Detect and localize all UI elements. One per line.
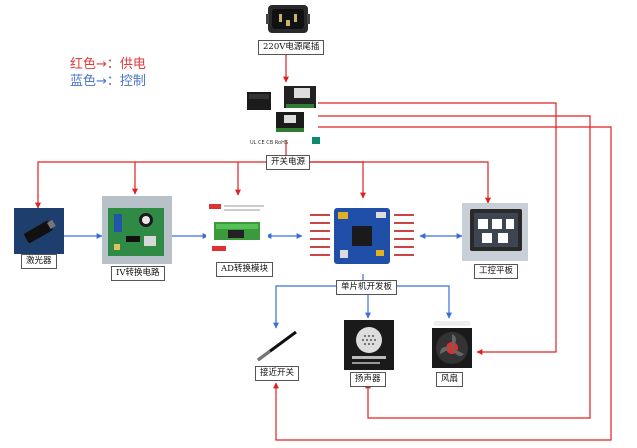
power-line-to-speaker [318, 115, 591, 419]
ad-label: AD转换模块 [216, 262, 273, 277]
mcu-board-image [306, 200, 418, 274]
mcu-label: 单片机开发板 [336, 280, 398, 295]
proximity-switch-image [257, 330, 297, 362]
iv-label: IV转换电路 [111, 266, 165, 281]
power-line-to-fan [318, 102, 557, 355]
switching-psu-image: UL CE CB RoHS [247, 86, 320, 146]
power-line-to-hmi [305, 161, 491, 204]
control-line-to-proximity [273, 285, 336, 329]
psu-label: 开关电源 [266, 155, 311, 170]
proximity-label: 接近开关 [255, 366, 300, 381]
power-plug-label: 220V电源尾插 [258, 40, 325, 55]
laser-image [14, 208, 64, 254]
power-line-to-proximity [273, 126, 612, 441]
legend-control: 蓝色→：控制 [70, 74, 146, 89]
power-socket-image [266, 5, 310, 33]
control-line-to-fan [391, 285, 452, 319]
ad-module-image [206, 200, 268, 258]
power-line-to-laser [35, 161, 270, 209]
fan-image [428, 320, 476, 370]
laser-label: 激光器 [21, 254, 57, 269]
svg-text:UL CE CB RoHS: UL CE CB RoHS [250, 140, 288, 146]
iv-circuit-image [102, 196, 172, 264]
power-line-to-mcu [305, 161, 366, 199]
speaker-image [344, 320, 394, 370]
speaker-label: 扬声器 [350, 372, 386, 387]
hmi-label: 工控平板 [474, 264, 519, 279]
hmi-tablet-image [462, 203, 528, 261]
legend-power: 红色→：供电 [70, 57, 146, 72]
fan-label: 风扇 [436, 372, 464, 387]
